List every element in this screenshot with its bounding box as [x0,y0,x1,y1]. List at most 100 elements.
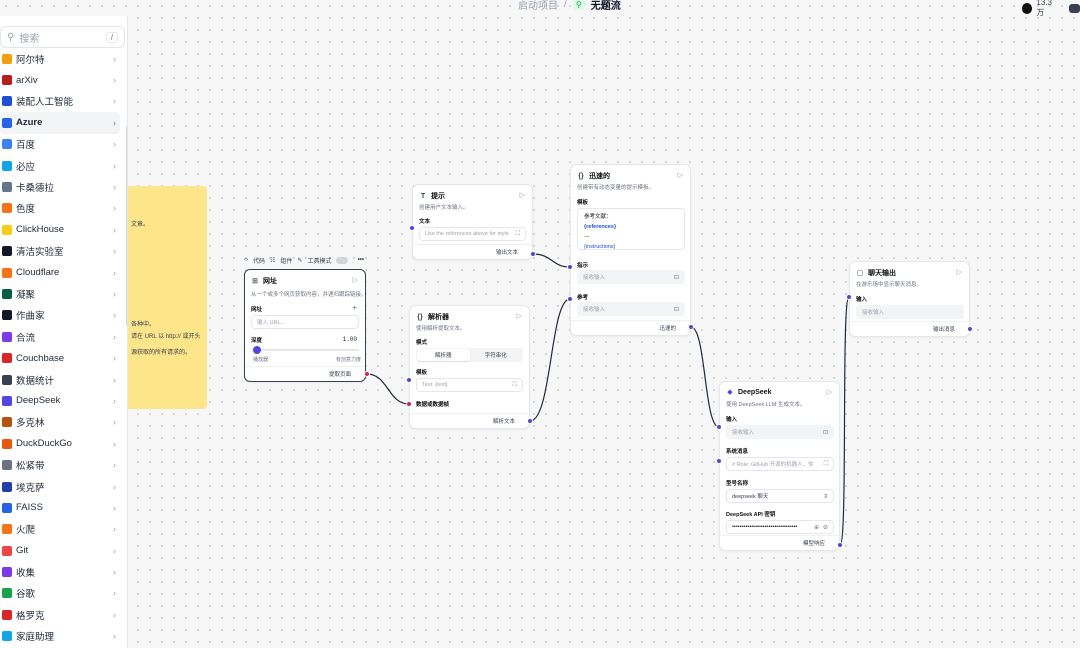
template-textarea[interactable]: 参考文献： {references} --- {instructions} [577,208,685,250]
sidebar-item[interactable]: 合流› [0,326,120,347]
sidebar-item[interactable]: 必应› [0,155,120,176]
depth-slider-thumb[interactable] [253,346,261,354]
prompt-template-node[interactable]: {}迅速的 ▷ 创建带有动态变量的提示模板。 模板 参考文献： {referen… [570,164,691,336]
note-line: 各种中。 [131,322,156,328]
search-input[interactable]: ⚲ 搜索 / [0,26,125,48]
parser-node-title: 解析器 [428,314,449,321]
run-node-button[interactable]: ▷ [516,313,522,320]
sidebar-item[interactable]: DuckDuckGo› [0,433,120,454]
url-node[interactable]: ⊞网址 ▷ 从一个或多个网页获取内容，并递归跟踪链接。 网址 + 输入 URL.… [244,269,367,382]
chat-input-handle[interactable] [846,294,852,300]
sidebar-item[interactable]: 作曲家› [0,305,120,326]
sidebar-item[interactable]: 格罗克› [0,604,120,625]
sidebar-item[interactable]: 装配人工智能› [0,91,120,112]
system-message-input[interactable]: # Role: GitHub 开源的机器人，你⛶ [726,457,834,471]
sticky-note[interactable]: 文章。各种中。请在 URL 以 http:// 或开头源获取的所有请求的。 [128,186,207,409]
sidebar-scroll-thumb[interactable] [126,126,127,326]
edge-url-to-parser[interactable] [366,373,410,405]
parser-template-handle[interactable] [406,377,412,383]
run-node-button[interactable]: ▷ [826,389,832,396]
template-input[interactable]: Text: {text} ⛶ [416,378,523,392]
sidebar-item[interactable]: 凝聚› [0,283,120,304]
chat-output-handle[interactable] [967,326,973,332]
edge-parser-to-prompt[interactable] [529,298,571,422]
mode-parser-tab[interactable]: 解析器 [417,349,470,361]
breadcrumb-project[interactable]: 启动项目 [518,0,558,12]
run-node-button[interactable]: ▷ [956,269,962,276]
chat-output-node[interactable]: ▢聊天输出 ▷ 在游乐场中显示聊天消息。 输入 接收输入 输出消息 [849,261,970,337]
sidebar-item[interactable]: 松紧带› [0,454,120,475]
components-button[interactable]: 组件 [280,258,293,265]
model-select[interactable]: deepseek 聊天⇕ [726,489,834,503]
mode-stringify-tab[interactable]: 字符串化 [484,353,507,359]
api-key-input[interactable]: ••••••••••••••••••••••••••••••••••⊕⊘ [726,520,834,534]
run-node-button[interactable]: ▷ [352,277,358,284]
sidebar-item[interactable]: 谷歌› [0,583,120,604]
sidebar-item[interactable]: ClickHouse› [0,219,120,240]
expand-icon[interactable]: ⛶ [823,460,828,467]
sidebar-item[interactable]: 埃克萨› [0,476,120,497]
flow-title[interactable]: 无题流 [590,0,621,12]
url-output-handle[interactable] [364,371,370,377]
deepseek-input-handle[interactable] [716,424,722,430]
sidebar-item[interactable]: DeepSeek› [0,390,120,411]
instructions-handle[interactable] [567,264,573,270]
expand-icon[interactable]: ⛶ [512,381,517,388]
deepseek-input[interactable]: 接收输入⊡ [726,425,834,439]
sidebar-item[interactable]: FAISS› [0,497,120,518]
run-node-button[interactable]: ▷ [519,192,525,199]
edge-deepseek-to-chat[interactable] [839,296,850,546]
sidebar-item[interactable]: 多克林› [0,412,120,433]
deepseek-node[interactable]: ◆DeepSeek ▷ 使用 DeepSeek LLM 生成文本。 输入 接收输… [719,381,840,551]
sidebar-item[interactable]: Git› [0,540,120,561]
url-input[interactable]: 输入 URL... [251,315,359,329]
globe-icon[interactable]: ⊕ [813,524,819,531]
template-line-1: 参考文献： [584,214,612,220]
run-node-button[interactable]: ▷ [677,172,683,179]
sidebar-item[interactable]: 火爬› [0,519,120,540]
chevron-right-icon: › [113,246,116,257]
sidebar-item[interactable]: Couchbase› [0,347,120,368]
sidebar-item[interactable]: arXiv› [0,69,120,90]
discord-icon[interactable] [1068,3,1080,13]
chat-input[interactable]: 接收输入 [856,305,964,319]
sidebar-item[interactable]: 卡桑德拉› [0,176,120,197]
references-handle[interactable] [567,296,573,302]
github-stars-link[interactable]: 13.3万 [1022,0,1080,18]
template-input-value: Text: {text} [422,382,448,388]
sidebar-item[interactable]: Azure› [0,112,120,134]
text-input-handle[interactable] [409,225,415,231]
parser-node[interactable]: {}解析器 ▷ 使用解析提取文本。 模式 解析器 字符串化 模板 Text: {… [409,305,530,429]
sidebar-item[interactable]: 阿尔特› [0,48,120,69]
text-input-field[interactable]: Use the references above for style⛶ [419,227,526,241]
sidebar-item-label: Couchbase [16,352,65,364]
deepseek-output-handle[interactable] [837,542,843,548]
sidebar-item[interactable]: 色度› [0,198,120,219]
depth-slider-track[interactable] [255,349,359,351]
add-url-button[interactable]: + [352,303,357,312]
sidebar-item-label: 埃克萨 [16,482,45,494]
sidebar-item[interactable]: 百度› [0,134,120,155]
tool-mode-toggle[interactable] [336,256,349,264]
prompt-output-handle[interactable] [688,324,694,330]
parser-data-handle[interactable] [406,401,412,407]
more-options-button[interactable]: ••• [357,257,364,263]
sidebar-item[interactable]: Cloudflare› [0,262,120,283]
system-message-handle[interactable] [716,458,722,464]
expand-icon[interactable]: ⛶ [515,230,520,237]
code-button[interactable]: 代码 [253,258,266,265]
sidebar-item[interactable]: 清洁实验室› [0,241,120,262]
instructions-input[interactable]: 接收输入⊡ [577,270,685,284]
references-input[interactable]: 接收输入⊡ [577,302,685,316]
eye-off-icon[interactable]: ⊘ [822,524,828,531]
sidebar-item[interactable]: 数据统计› [0,369,120,390]
text-output-handle[interactable] [530,251,536,257]
lock-icon: ⊡ [673,274,679,281]
edge-prompt-to-deepseek[interactable] [690,326,720,428]
parser-output-handle[interactable] [527,418,533,424]
depth-value: 1.00 [342,336,357,343]
sidebar-item[interactable]: 家庭助理› [0,626,120,647]
edge-text-to-prompt[interactable] [532,253,571,268]
sidebar-item[interactable]: 收集› [0,561,120,582]
